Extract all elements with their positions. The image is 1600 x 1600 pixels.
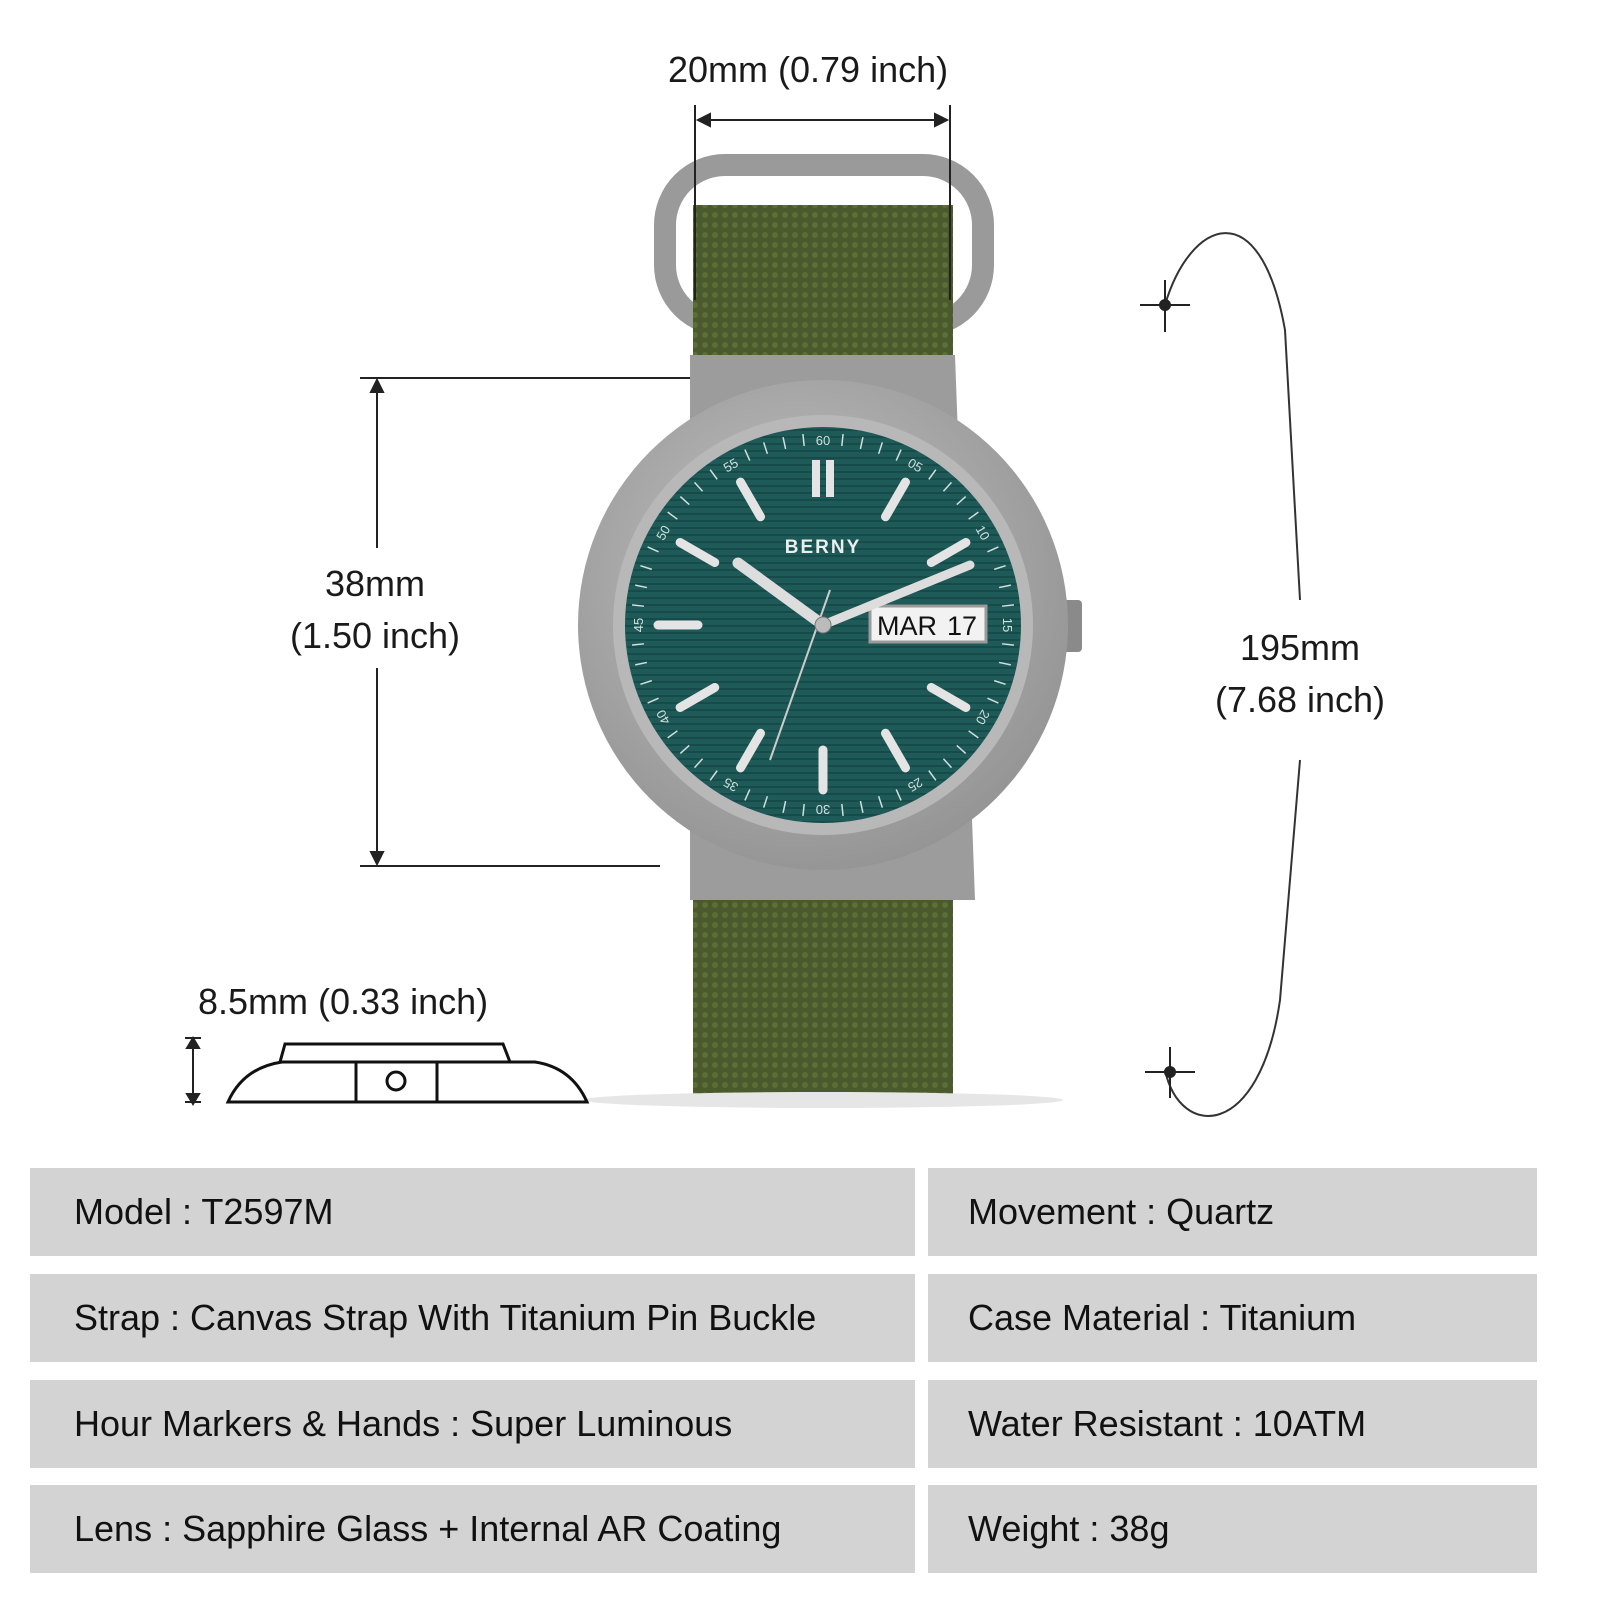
minute-tick — [987, 546, 999, 553]
minute-tick — [956, 744, 967, 755]
day-text: MAR — [877, 611, 937, 641]
brand-logo: BERNY — [785, 537, 862, 558]
day-date-window — [868, 604, 988, 644]
side-profile — [225, 1042, 590, 1104]
spec-weight: Weight : 38g — [928, 1485, 1537, 1573]
minute-numeral: 20 — [973, 707, 993, 727]
minute-hand — [818, 560, 975, 630]
minute-tick — [647, 697, 659, 704]
spec-hands: Hour Markers & Hands : Super Luminous — [30, 1380, 915, 1468]
hour-markers — [653, 460, 971, 795]
minute-numeral: 50 — [653, 523, 673, 543]
strap-length-in: (7.68 inch) — [1214, 679, 1386, 720]
minute-tick — [859, 800, 864, 813]
minute-numeral: 10 — [973, 523, 993, 543]
minute-tick — [1001, 604, 1015, 607]
spec-case-material: Case Material : Titanium — [928, 1274, 1537, 1362]
thickness-label: 8.5mm (0.33 inch) — [198, 981, 489, 1022]
minute-tick — [956, 495, 967, 506]
minute-tick — [782, 800, 787, 813]
hour-marker — [926, 538, 971, 567]
minute-tick — [928, 469, 937, 480]
case-diameter-mm: 38mm — [324, 563, 426, 604]
minute-numeral: 40 — [653, 707, 673, 727]
minute-tick — [802, 433, 805, 447]
minute-tick — [987, 697, 999, 704]
case-diameter-in: (1.50 inch) — [289, 615, 461, 656]
minute-tick — [993, 679, 1006, 686]
minute-tick — [859, 437, 864, 450]
minute-tick — [631, 604, 645, 607]
minute-track: 60 05 10 15 20 25 30 35 40 45 50 55 — [631, 433, 1015, 817]
minute-tick — [802, 803, 805, 817]
minute-tick — [942, 481, 953, 492]
minute-numeral: 05 — [905, 455, 925, 475]
dimension-lines — [185, 105, 951, 1106]
hour-marker — [675, 683, 720, 712]
lug-width-label: 20mm (0.79 inch) — [668, 49, 949, 90]
minute-tick — [998, 584, 1011, 589]
hour-hand — [732, 557, 829, 631]
minute-tick — [693, 481, 704, 492]
minute-tick — [895, 789, 902, 801]
minute-tick — [841, 433, 844, 447]
minute-tick — [993, 564, 1006, 571]
date-text: 17 — [947, 611, 977, 641]
minute-tick — [998, 661, 1011, 666]
minute-tick — [877, 795, 884, 808]
minute-tick — [679, 495, 690, 506]
watch-illustration: 60 05 10 15 20 25 30 35 40 45 50 55 BERNY MAR 17 — [185, 105, 1301, 1117]
minute-tick — [928, 770, 937, 781]
minute-tick — [1001, 643, 1015, 646]
hour-marker — [675, 538, 720, 567]
minute-tick — [942, 758, 953, 769]
minute-numeral: 45 — [631, 618, 646, 632]
minute-tick — [635, 584, 648, 589]
minute-tick — [709, 469, 718, 480]
minute-tick — [895, 449, 902, 461]
minute-tick — [640, 564, 653, 571]
minute-tick — [647, 546, 659, 553]
hour-marker — [926, 683, 971, 712]
hour-marker — [736, 728, 765, 773]
minute-tick — [635, 661, 648, 666]
crosshair-icon — [1140, 280, 1195, 1098]
minute-numeral: 55 — [721, 455, 741, 475]
minute-numeral: 60 — [816, 433, 830, 448]
spec-model: Model : T2597M — [30, 1168, 915, 1256]
spec-lens: Lens : Sapphire Glass + Internal AR Coat… — [30, 1485, 915, 1573]
spec-strap: Strap : Canvas Strap With Titanium Pin B… — [30, 1274, 915, 1362]
minute-tick — [968, 511, 979, 520]
minute-tick — [631, 643, 645, 646]
minute-tick — [782, 437, 787, 450]
minute-tick — [762, 795, 769, 808]
strap-length-mm: 195mm — [1239, 627, 1361, 668]
hour-marker — [881, 728, 910, 773]
minute-tick — [744, 449, 751, 461]
minute-tick — [667, 511, 678, 520]
minute-tick — [693, 758, 704, 769]
minute-numeral: 15 — [1000, 618, 1015, 632]
minute-numeral: 25 — [905, 775, 925, 795]
minute-numeral: 35 — [721, 775, 741, 795]
strap-length-arc — [1164, 232, 1301, 1117]
minute-numeral: 30 — [816, 802, 830, 817]
minute-tick — [841, 803, 844, 817]
spec-movement: Movement : Quartz — [928, 1168, 1537, 1256]
minute-tick — [709, 770, 718, 781]
hour-marker — [881, 477, 910, 522]
minute-tick — [640, 679, 653, 686]
minute-tick — [762, 442, 769, 455]
minute-tick — [744, 789, 751, 801]
minute-tick — [877, 442, 884, 455]
minute-tick — [667, 730, 678, 739]
minute-tick — [679, 744, 690, 755]
minute-tick — [968, 730, 979, 739]
spec-water-resistance: Water Resistant : 10ATM — [928, 1380, 1537, 1468]
hour-marker — [736, 477, 765, 522]
